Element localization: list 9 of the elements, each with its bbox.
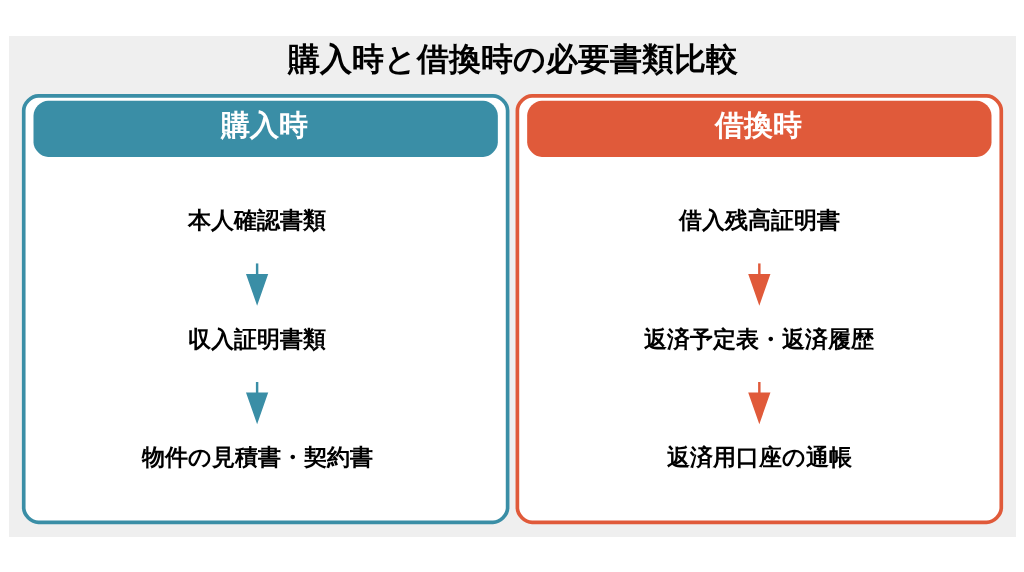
arrow bbox=[747, 262, 770, 306]
node-text: 収入証明書類 bbox=[187, 324, 326, 352]
node-text: 物件の見積書・契約書 bbox=[141, 442, 373, 470]
diagram-title: 購入時と借換時の必要書類比較 bbox=[287, 40, 738, 77]
node-text: 返済用口座の通帳 bbox=[666, 442, 852, 470]
node-text: 本人確認書類 bbox=[187, 205, 326, 233]
node-text: 借入残高証明書 bbox=[678, 205, 840, 233]
node-text: 返済予定表・返済履歴 bbox=[643, 324, 874, 352]
arrow bbox=[747, 381, 770, 424]
